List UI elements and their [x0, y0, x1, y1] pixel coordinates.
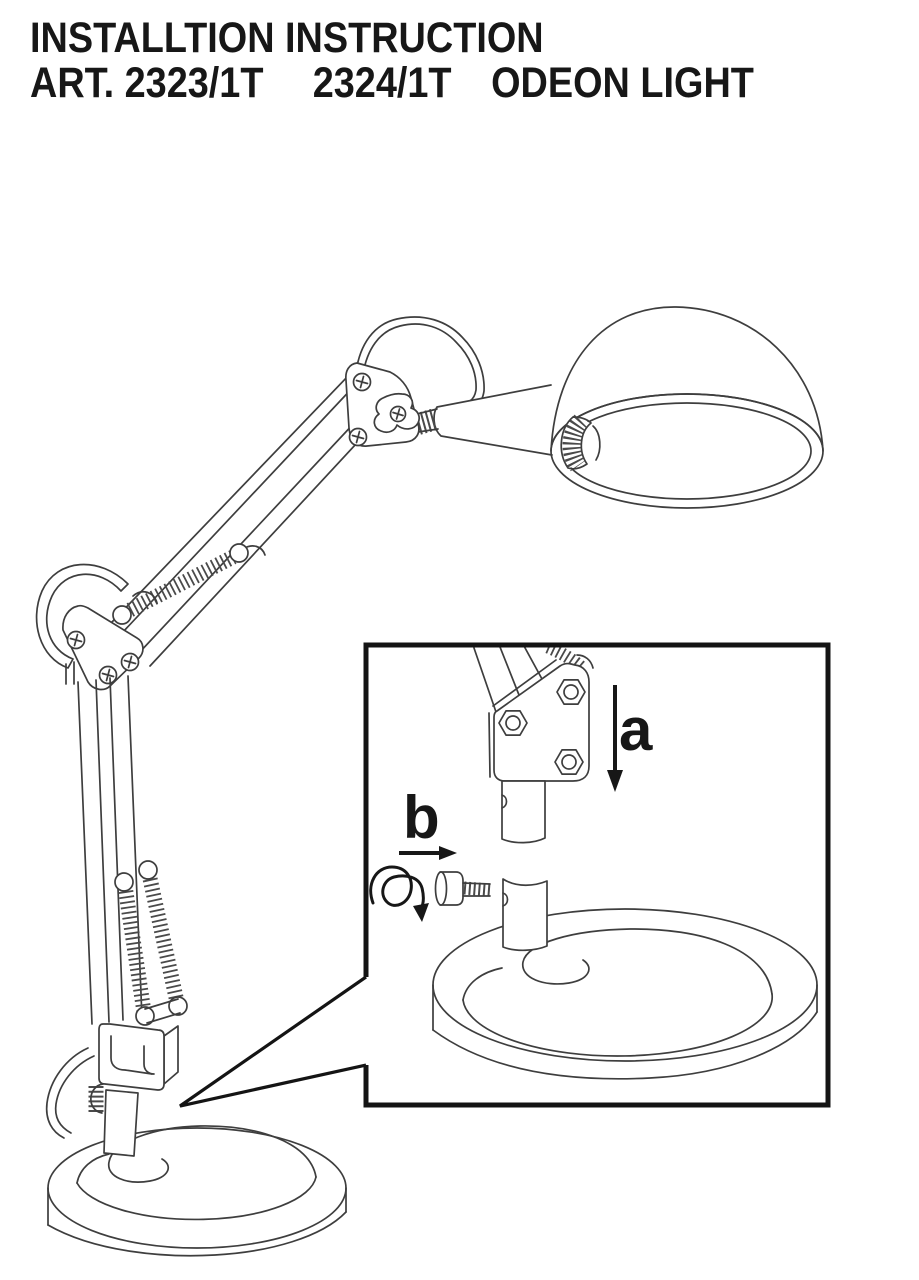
- elbow-handle-loop: [35, 563, 129, 669]
- lamp-head-tube: [415, 384, 570, 458]
- inset-base: [432, 908, 818, 1080]
- inset-upper-stem: [501, 780, 546, 844]
- screw-icon: [348, 372, 372, 447]
- rotate-direction-icon: [369, 865, 429, 922]
- threaded-stud: [415, 408, 439, 435]
- base-recess: [76, 1176, 317, 1221]
- power-cable: [45, 1047, 95, 1139]
- screw-icon: [66, 630, 140, 685]
- step-b-label: b: [403, 784, 440, 851]
- hex-bolt-icon: [498, 679, 586, 775]
- inset-arm-fragment: [473, 647, 594, 713]
- balance-springs-lower: [114, 860, 188, 1026]
- lower-arm: [77, 675, 143, 1025]
- down-arrow-icon: [607, 685, 623, 792]
- lamp-shade: [550, 306, 824, 509]
- brand-label: ODEON LIGHT: [491, 59, 754, 107]
- right-arrow-icon: [399, 846, 457, 860]
- inset-border: [363, 642, 831, 1108]
- head-handle-loop: [355, 316, 485, 405]
- page-title-line2: ART. 2323/1T 2324/1T ODEON LIGHT: [30, 61, 754, 106]
- lamp-base: [47, 1125, 347, 1257]
- lamp-drawing: [35, 306, 824, 1257]
- thumbscrew-icon: [434, 871, 491, 906]
- balance-spring-upper: [112, 543, 249, 625]
- page-title-line1: INSTALLTION INSTRUCTION: [30, 14, 544, 62]
- elbow-joint: [35, 563, 158, 691]
- base-bracket: [88, 998, 181, 1114]
- article-number-label: ART. 2323/1T: [30, 59, 264, 107]
- head-joint-plate: [345, 362, 421, 447]
- inset-joint-bracket: [488, 659, 590, 782]
- lamp-column: [103, 1089, 139, 1157]
- inset-callout: [179, 975, 367, 1108]
- bulb-socket: [560, 414, 601, 472]
- inset-base-socket: [502, 878, 548, 952]
- model-number-label: 2324/1T: [312, 59, 452, 107]
- step-a-label: a: [619, 696, 653, 763]
- upper-arm: [111, 373, 383, 667]
- elbow-plate: [62, 604, 144, 691]
- inset-detail: [369, 647, 818, 1080]
- page-title: INSTALLTION INSTRUCTION ART. 2323/1T 232…: [30, 16, 754, 106]
- thumb-knob: [88, 1083, 104, 1114]
